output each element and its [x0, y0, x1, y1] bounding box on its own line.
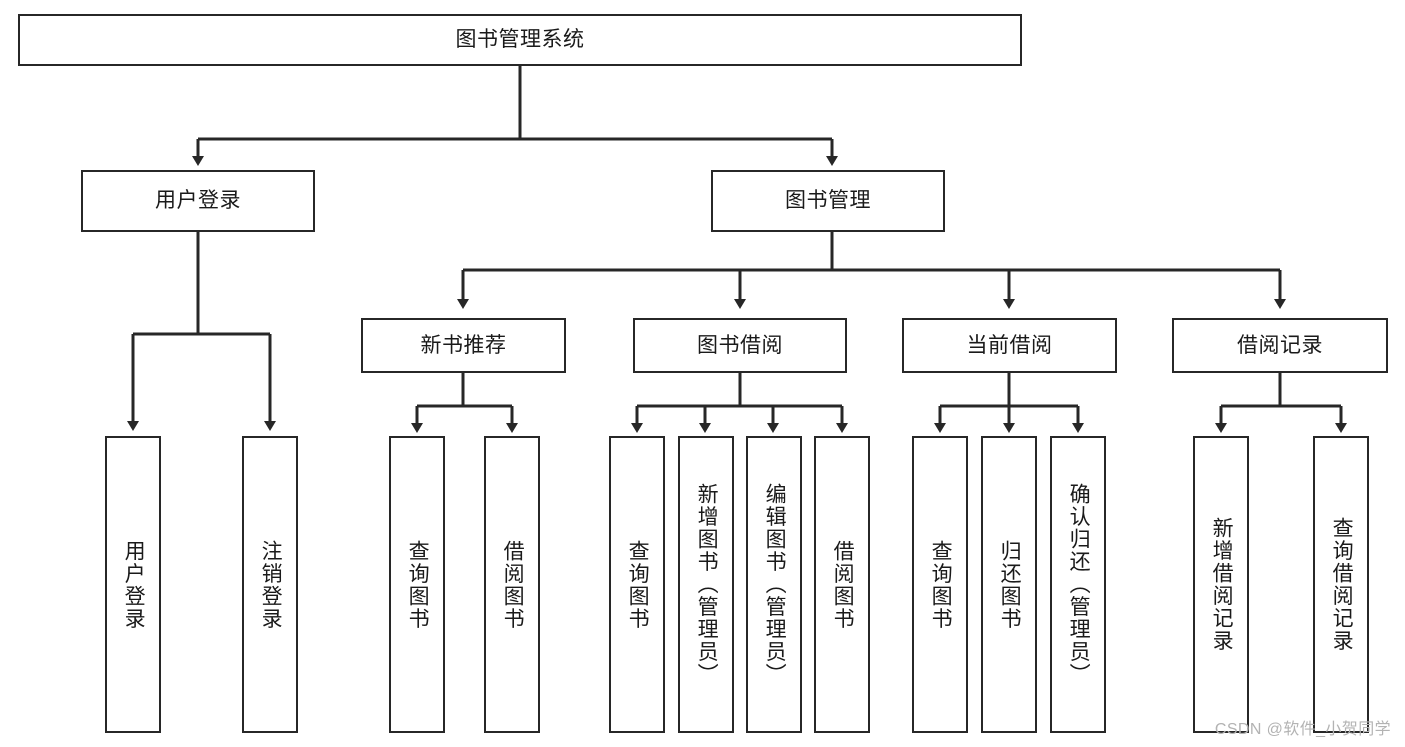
- node-leaf-edit-book[interactable]: 编辑图书（管理员）: [746, 436, 802, 733]
- node-book-borrow-label: 图书借阅: [697, 333, 783, 357]
- csdn-watermark: CSDN @软件_小贺同学: [1214, 721, 1391, 738]
- node-user-login-label: 用户登录: [155, 189, 241, 213]
- node-leaf-add-book[interactable]: 新增图书（管理员）: [678, 436, 734, 733]
- node-leaf-logout-login-label: 注销登录: [259, 539, 283, 630]
- node-root-label: 图书管理系统: [455, 28, 585, 52]
- node-leaf-edit-book-label: 编辑图书（管理员）: [763, 483, 787, 686]
- node-leaf-return-book[interactable]: 归还图书: [981, 436, 1037, 733]
- node-new-book-recommend[interactable]: 新书推荐: [361, 318, 566, 373]
- node-leaf-query-book-1[interactable]: 查询图书: [389, 436, 445, 733]
- node-leaf-borrow-book-2[interactable]: 借阅图书: [814, 436, 870, 733]
- node-leaf-logout-login[interactable]: 注销登录: [242, 436, 298, 733]
- node-leaf-query-book-1-label: 查询图书: [406, 539, 430, 630]
- node-leaf-query-record-label: 查询借阅记录: [1330, 517, 1354, 652]
- node-leaf-confirm-return-label: 确认归还（管理员）: [1067, 483, 1091, 686]
- node-leaf-query-book-2-label: 查询图书: [626, 539, 650, 630]
- node-leaf-add-record-label: 新增借阅记录: [1210, 517, 1234, 652]
- node-user-login[interactable]: 用户登录: [81, 170, 315, 232]
- node-leaf-return-book-label: 归还图书: [998, 539, 1022, 630]
- node-current-borrow-label: 当前借阅: [966, 333, 1053, 357]
- node-leaf-query-record[interactable]: 查询借阅记录: [1313, 436, 1369, 733]
- node-current-borrow[interactable]: 当前借阅: [902, 318, 1117, 373]
- node-borrow-record-label: 借阅记录: [1237, 333, 1323, 357]
- node-new-book-recommend-label: 新书推荐: [420, 333, 507, 357]
- node-leaf-user-login-label: 用户登录: [122, 539, 146, 630]
- node-leaf-query-book-2[interactable]: 查询图书: [609, 436, 665, 733]
- node-leaf-user-login[interactable]: 用户登录: [105, 436, 161, 733]
- node-leaf-borrow-book-1[interactable]: 借阅图书: [484, 436, 540, 733]
- node-leaf-add-record[interactable]: 新增借阅记录: [1193, 436, 1249, 733]
- node-leaf-confirm-return[interactable]: 确认归还（管理员）: [1050, 436, 1106, 733]
- node-leaf-query-book-3-label: 查询图书: [929, 539, 953, 630]
- node-leaf-add-book-label: 新增图书（管理员）: [695, 483, 719, 686]
- node-leaf-borrow-book-2-label: 借阅图书: [831, 539, 855, 630]
- node-leaf-borrow-book-1-label: 借阅图书: [501, 539, 525, 630]
- node-book-management-label: 图书管理: [785, 189, 871, 213]
- node-book-management[interactable]: 图书管理: [711, 170, 945, 232]
- node-book-borrow[interactable]: 图书借阅: [633, 318, 847, 373]
- node-root[interactable]: 图书管理系统: [18, 14, 1022, 66]
- node-borrow-record[interactable]: 借阅记录: [1172, 318, 1388, 373]
- node-leaf-query-book-3[interactable]: 查询图书: [912, 436, 968, 733]
